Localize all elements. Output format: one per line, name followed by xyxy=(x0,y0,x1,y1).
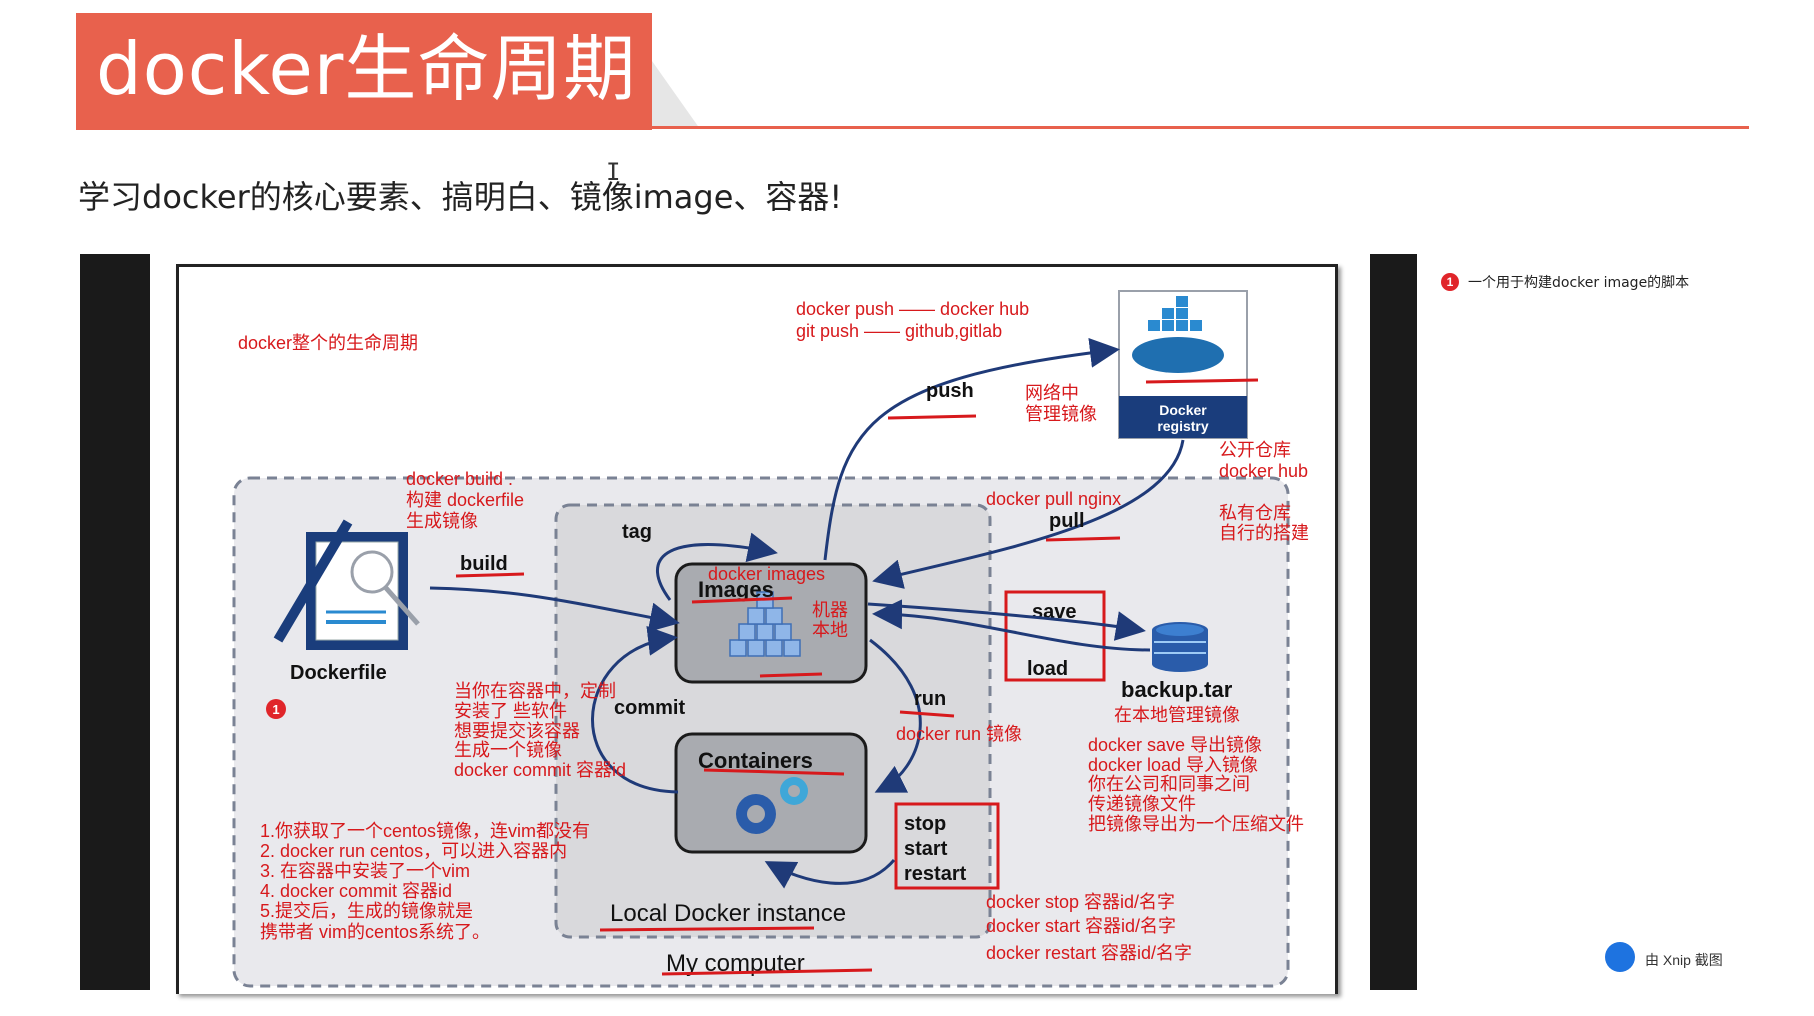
xnip-logo-icon xyxy=(1605,942,1635,972)
private-repo-note-2: 自行的搭建 xyxy=(1219,523,1309,543)
build-label: build xyxy=(460,553,508,575)
run-arrow xyxy=(869,638,922,793)
containers-label: Containers xyxy=(698,748,813,773)
image-cubes-icon xyxy=(729,591,801,657)
docker-whale-icon xyxy=(1132,296,1224,373)
push-note-1: docker push —— docker hub xyxy=(796,299,1029,319)
pull-note: docker pull nginx xyxy=(986,489,1121,509)
load-arrow xyxy=(872,599,1151,652)
commit-note-5: docker commit 容器id xyxy=(454,760,626,780)
save-note-5: 把镜像导出为一个压缩文件 xyxy=(1088,814,1304,834)
commit-note-3: 想要提交该容器 xyxy=(454,721,580,741)
title-banner xyxy=(76,13,652,130)
restart-arrow xyxy=(764,859,896,889)
steps-note-5: 5.提交后，生成的镜像就是 xyxy=(260,901,473,921)
steps-note-6: 携带者 vim的centos系统了。 xyxy=(260,922,490,942)
dockerfile-icon xyxy=(273,519,420,650)
save-note-3: 你在公司和同事之间 xyxy=(1088,774,1250,794)
page-subtitle: 学习docker的核心要素、搞明白、镜像image、容器! xyxy=(78,178,843,216)
local-instance-label: Local Docker instance xyxy=(610,900,846,927)
steps-note-4: 4. docker commit 容器id xyxy=(260,881,452,901)
net-note-2: 管理镜像 xyxy=(1025,404,1097,424)
pull-label: pull xyxy=(1049,510,1085,532)
local-note-2: 本地 xyxy=(812,620,848,640)
restart-command-note: docker restart 容器id/名字 xyxy=(986,943,1192,963)
marker-badge xyxy=(266,699,286,719)
registry-label-2: registry xyxy=(1157,418,1209,434)
annotation-underlines xyxy=(455,378,1259,976)
page-title: docker生命周期 xyxy=(96,27,637,111)
note-marker-badge: 1 xyxy=(1441,273,1459,291)
build-arrow xyxy=(429,586,680,633)
save-arrow xyxy=(867,602,1146,641)
dockerfile-label: Dockerfile xyxy=(290,662,387,684)
save-note-1: docker save 导出镜像 xyxy=(1088,735,1262,755)
registry-label-1: Docker xyxy=(1159,402,1207,418)
lifecycle-note: docker整个的生命周期 xyxy=(238,333,418,353)
diagram-frame xyxy=(176,264,1338,994)
backup-label: backup.tar xyxy=(1121,677,1233,702)
marker-badge-number: 1 xyxy=(272,702,279,717)
net-note-1: 网络中 xyxy=(1025,383,1079,403)
steps-note-1: 1.你获取了一个centos镜像，连vim都没有 xyxy=(260,821,590,841)
xnip-watermark: 由 Xnip 截图 xyxy=(1645,952,1723,968)
sidebar-note-text: 一个用于构建docker image的脚本 xyxy=(1468,275,1690,291)
push-label: push xyxy=(926,380,974,402)
stop-command-note: docker stop 容器id/名字 xyxy=(986,892,1175,912)
push-arrow xyxy=(823,337,1120,561)
database-icon xyxy=(1152,622,1208,672)
tag-arrow xyxy=(655,532,778,601)
save-load-box xyxy=(1004,590,1106,682)
build-note-2: 构建 dockerfile xyxy=(406,490,524,510)
steps-note-2: 2. docker run centos，可以进入容器内 xyxy=(260,841,567,861)
commit-note-1: 当你在容器中，定制 xyxy=(454,681,616,701)
right-dark-bar xyxy=(1370,254,1417,990)
start-label: start xyxy=(904,838,948,860)
stop-label: stop xyxy=(904,813,946,835)
start-command-note: docker start 容器id/名字 xyxy=(986,916,1176,936)
stop-start-restart-box xyxy=(894,802,1000,890)
steps-note-3: 3. 在容器中安装了一个vim xyxy=(260,861,470,881)
public-repo-note-1: 公开仓库 xyxy=(1219,440,1291,460)
gears-icon xyxy=(736,777,808,834)
build-note-1: docker build . xyxy=(406,469,513,489)
commit-label: commit xyxy=(614,697,685,719)
docker-images-note: docker images xyxy=(708,564,825,584)
save-note-4: 传递镜像文件 xyxy=(1088,794,1196,814)
public-repo-note-2: docker hub xyxy=(1219,461,1308,481)
restart-label: restart xyxy=(904,863,967,885)
build-note-3: 生成镜像 xyxy=(406,511,478,531)
text-cursor-icon: I xyxy=(606,158,621,186)
title-banner-fold xyxy=(652,61,700,129)
local-note-1: 机器 xyxy=(812,600,848,620)
commit-note-4: 生成一个镜像 xyxy=(454,740,562,760)
docker-registry-box xyxy=(1118,290,1248,439)
load-label: load xyxy=(1027,658,1068,680)
push-note-2: git push —— github,gitlab xyxy=(796,321,1002,341)
commit-note-2: 安装了 些软件 xyxy=(454,701,567,721)
pull-arrow xyxy=(872,439,1185,589)
commit-arrow xyxy=(591,625,679,794)
title-underline xyxy=(652,126,1749,129)
run-label: run xyxy=(914,688,946,710)
run-note: docker run 镜像 xyxy=(896,724,1022,744)
left-dark-bar xyxy=(80,254,153,990)
backup-note: 在本地管理镜像 xyxy=(1114,705,1240,725)
tag-label: tag xyxy=(622,521,652,543)
private-repo-note-1: 私有仓库 xyxy=(1219,503,1291,523)
save-note-2: docker load 导入镜像 xyxy=(1088,755,1258,775)
